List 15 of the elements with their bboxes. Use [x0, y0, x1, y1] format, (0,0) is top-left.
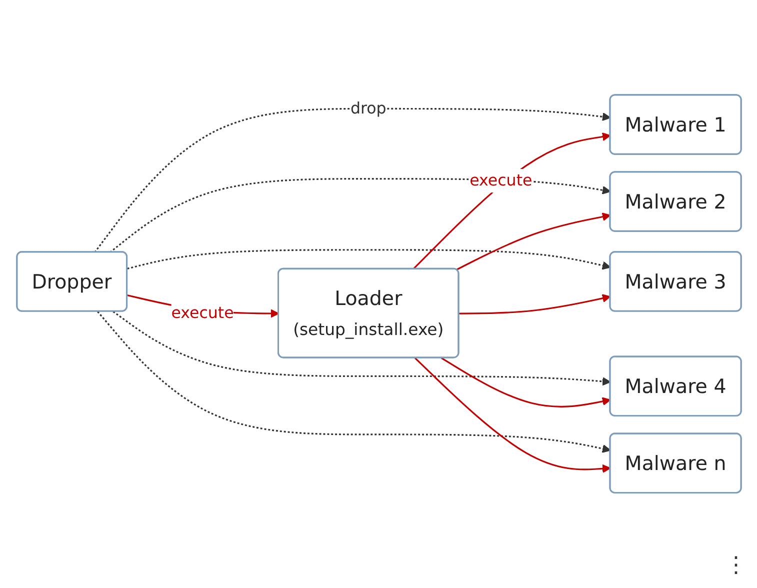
ellipsis-mark: ⋮ [725, 553, 747, 578]
arrow [112, 311, 610, 386]
arrow [94, 108, 610, 253]
arrow [414, 358, 610, 474]
arrow [109, 178, 610, 254]
arrow [456, 212, 610, 271]
arrow [96, 311, 610, 454]
edge-label: execute [469, 171, 532, 190]
arrow [440, 357, 610, 408]
edge-label: execute [170, 303, 234, 322]
flowchart: execute drop execute Dropper Loader (setup_install.exe) Malware 1 Malware 2 Malware 3 Malware 4 Malware n [8, 87, 748, 501]
edge-label: drop [350, 99, 386, 118]
arrow [412, 132, 610, 270]
arrow [126, 249, 610, 270]
arrow [458, 294, 610, 315]
